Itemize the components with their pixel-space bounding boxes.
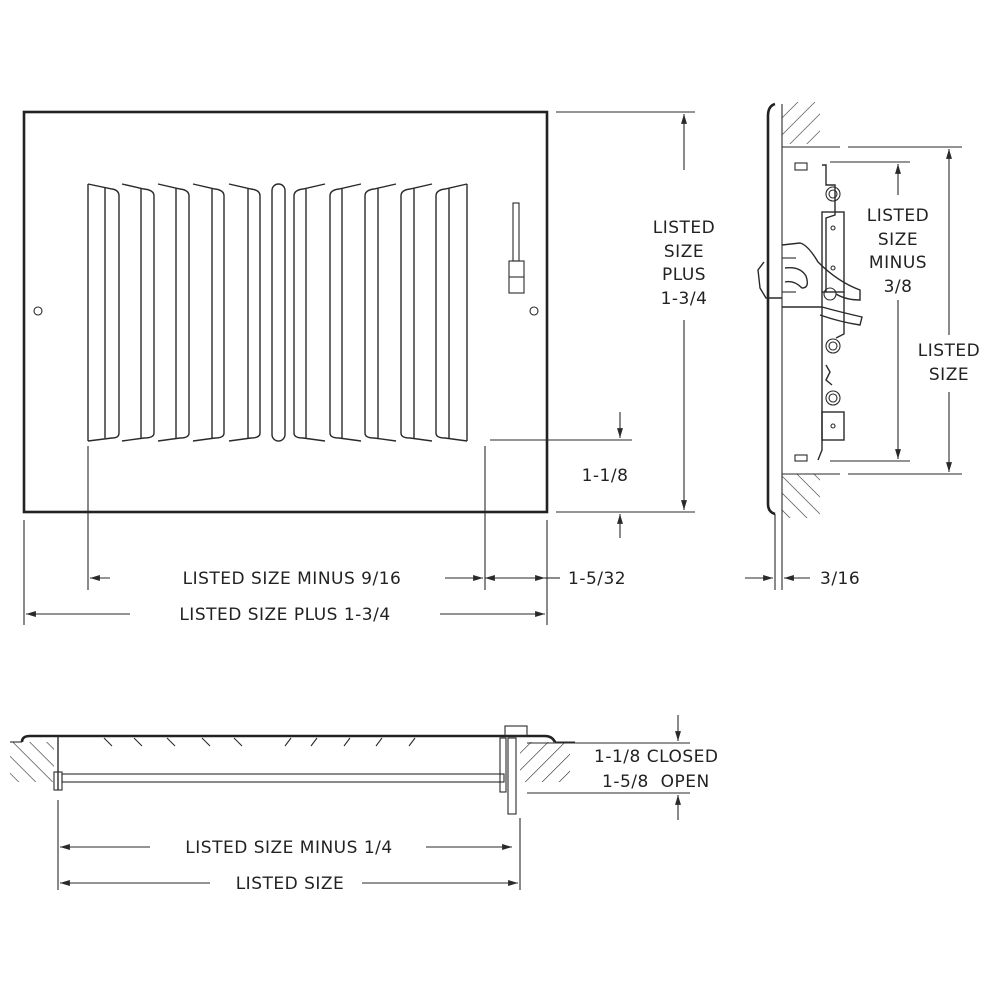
blades-left xyxy=(87,183,261,442)
overall-width-label: LISTED SIZE PLUS 1-3/4 xyxy=(179,605,390,625)
bottom-margin-label: 1-1/8 xyxy=(582,466,629,486)
screw-hole-left xyxy=(33,306,43,316)
inner-height-label-3: MINUS xyxy=(869,253,927,273)
inner-height-label-2: SIZE xyxy=(878,230,918,250)
height-label-1: LISTED xyxy=(653,218,716,238)
flange-thickness-label: 3/16 xyxy=(820,569,860,589)
faceplate-flange xyxy=(766,102,776,516)
height-label-4: 1-3/4 xyxy=(661,289,708,309)
front-view: LISTED SIZE PLUS 1-3/4 1-1/8 LISTED SIZE… xyxy=(22,110,716,625)
opening-height-label-1: LISTED xyxy=(918,341,981,361)
blades-right xyxy=(293,183,468,442)
side-margin-label: 1-5/32 xyxy=(568,569,626,589)
bottom-view: 1-1/8 CLOSED 1-5/8 OPEN LISTED SIZE MINU… xyxy=(10,715,718,894)
wall-hatch-right xyxy=(520,742,570,782)
depth-open-label: 1-5/8 OPEN xyxy=(602,772,710,792)
wall-hatch-top xyxy=(782,102,820,144)
opening-height-label-2: SIZE xyxy=(929,365,969,385)
mounting-bracket xyxy=(817,164,845,461)
inner-width-label: LISTED SIZE MINUS 9/16 xyxy=(183,569,402,589)
screw-hole-right xyxy=(529,306,539,316)
bottom-overall-width-label: LISTED SIZE xyxy=(236,874,345,894)
height-label-2: SIZE xyxy=(664,242,704,262)
damper-rod xyxy=(61,773,505,783)
faceplate-profile xyxy=(20,734,557,743)
height-label-3: PLUS xyxy=(662,265,706,285)
side-view: LISTED SIZE MINUS 3/8 LISTED SIZE 3/16 xyxy=(745,102,980,590)
wall-hatch-bottom xyxy=(782,474,820,518)
bottom-inner-width-label: LISTED SIZE MINUS 1/4 xyxy=(185,838,392,858)
wall-hatch-left xyxy=(10,742,54,782)
hand-illustration xyxy=(757,242,863,326)
center-divider xyxy=(271,183,286,442)
inner-height-label-1: LISTED xyxy=(867,206,930,226)
inner-height-label-4: 3/8 xyxy=(884,277,913,297)
register-faceplate xyxy=(22,110,549,514)
damper-lever xyxy=(508,202,525,294)
lever-knob xyxy=(504,725,528,737)
blade-ticks xyxy=(103,737,416,747)
depth-closed-label: 1-1/8 CLOSED xyxy=(594,747,718,767)
